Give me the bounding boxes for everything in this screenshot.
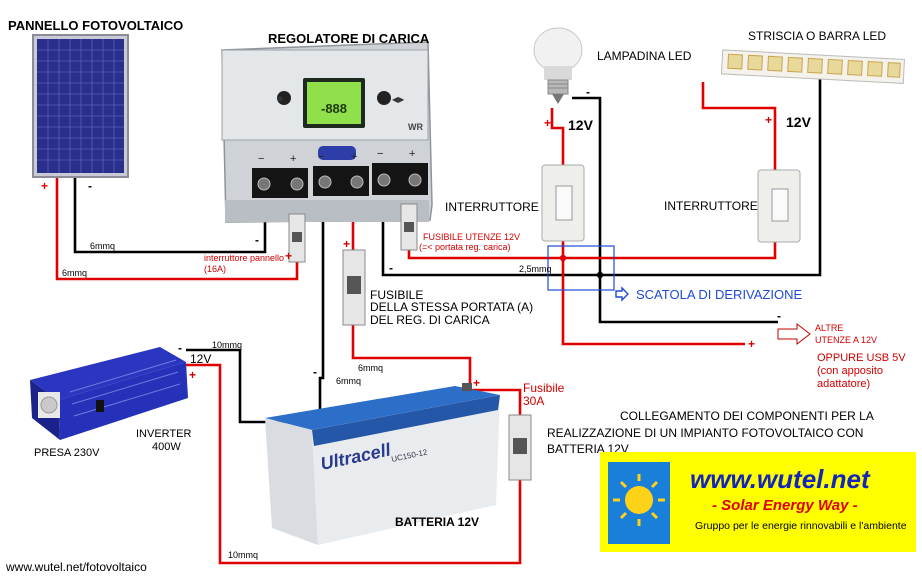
wire-label: 6mmq [62,268,88,278]
v12-bulb: 12V [568,117,593,133]
arrow-icon [777,322,811,346]
wire-label: 6mmq [336,376,362,386]
svg-text:+: + [290,153,296,165]
fuse-users-line1: FUSIBILE UTENZE 12V [423,232,521,242]
inverter-line1: INVERTER [136,428,192,440]
junction-box [547,245,615,291]
inverter-icon [30,347,188,440]
fuse30-line1: Fusibile [523,381,565,395]
svg-text:◆: ◆ [277,94,284,103]
regulator-brand: WR [408,122,423,132]
plus-sign: + [189,368,197,382]
plus-sign: + [41,179,49,193]
usb-line1: OPPURE USB 5V [817,352,906,364]
din-fuse-icon [288,203,532,481]
fuse-reg-line3: DEL REG. DI CARICA [370,313,490,327]
other-users-line1: ALTRE [815,323,844,333]
bulb-title: LAMPADINA LED [597,49,692,63]
plus-sign: + [343,237,351,251]
usb-line2: (con apposito [817,365,884,377]
plus-sign: + [285,249,293,263]
svg-text:+: + [409,148,415,160]
wire-label: 6mmq [90,241,116,251]
svg-text:+: + [351,151,357,163]
v12-strip: 12V [786,114,811,130]
fuse-reg-line1: FUSIBILE [370,288,424,302]
switch2-label: INTERRUTTORE [664,199,758,213]
minus-sign: - [313,365,317,379]
plus-sign: + [765,113,773,127]
logo-title[interactable]: www.wutel.net [690,464,870,494]
charge-controller-icon: -888 ◆ ◀▶ WR − + − + − + [221,41,433,223]
arrow-icon [615,286,629,302]
minus-sign: - [586,85,590,99]
usb-line3: adattatore) [817,378,871,390]
svg-text:◀▶: ◀▶ [392,95,405,104]
junction-box-label: SCATOLA DI DERIVAZIONE [636,287,803,302]
wall-switch-icon [541,164,801,243]
inverter-line2: 400W [152,441,181,453]
footer-url[interactable]: www.wutel.net/fotovoltaico [6,560,147,574]
minus-sign: - [178,341,182,355]
wire-label: 10mmq [212,340,243,350]
socket-label: PRESA 230V [34,447,100,459]
battery-icon: Ultracell UC150-12 [265,383,500,545]
switch1-label: INTERRUTTORE [445,200,539,214]
junction-dots [559,254,604,279]
positive-wires [55,82,777,565]
svg-text:−: − [258,153,264,165]
caption-line2: REALIZZAZIONE DI UN IMPIANTO FOTOVOLTAIC… [547,426,864,440]
minus-sign: - [389,261,393,275]
minus-sign: - [88,179,92,193]
v12-inverter: 12V [190,352,212,366]
led-strip-icon [720,49,906,84]
plus-sign: + [473,376,481,390]
fuse-reg-line2: DELLA STESSA PORTATA (A) [370,300,534,314]
caption-line1: COLLEGAMENTO DEI COMPONENTI PER LA [620,409,874,423]
wire-label: 6mmq [358,363,384,373]
plus-sign: + [748,337,756,351]
svg-text:−: − [377,148,383,160]
minus-sign: - [255,233,259,247]
regulator-title: REGOLATORE DI CARICA [268,31,430,46]
sun-logo-icon [608,462,670,544]
minus-sign: - [777,309,781,323]
solar-panel-icon [32,34,129,178]
wire-label: 10mmq [228,550,259,560]
logo-subtitle: - Solar Energy Way - [712,497,858,514]
lcd-value: -888 [321,101,347,116]
svg-text:−: − [318,151,324,163]
fuse30-line2: 30A [523,394,545,408]
led-bulb-icon [533,27,583,104]
panel-title: PANNELLO FOTOVOLTAICO [8,18,184,33]
battery-title: BATTERIA 12V [395,515,480,529]
other-users-line2: UTENZE A 12V [815,335,878,345]
fuse-users-line2: (=< portata reg. carica) [419,242,511,252]
strip-title: STRISCIA O BARRA LED [748,29,887,43]
wire-label: 2,5mmq [519,264,552,274]
plus-sign: + [544,116,552,130]
logo-tagline: Gruppo per le energie rinnovabili e l'am… [695,520,907,532]
panel-switch-line1: interruttore pannello [204,253,285,263]
panel-switch-line2: (16A) [204,264,227,274]
